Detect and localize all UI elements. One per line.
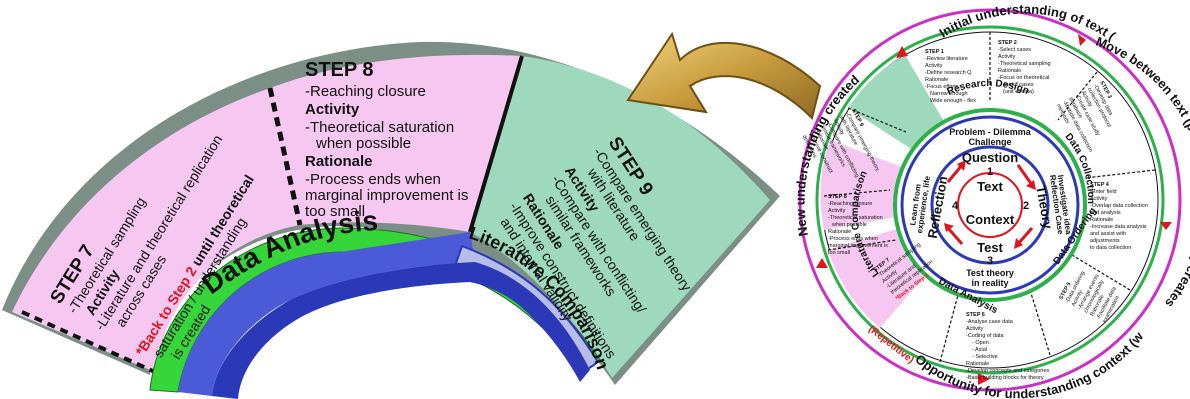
mini-step6: STEP 6 -Analyse case data Activity -Codi… [966,312,1049,381]
mini-s2-1: -Select cases [998,47,1031,53]
divider-8-9 [468,55,524,233]
mini-s6-4: - Open [972,340,989,346]
mini-s2-7: (unit of data) [1003,89,1034,95]
step9-panel [470,56,770,378]
mini-s6-1: -Analyse case data [966,319,1014,325]
mini-s6-6: - Selective [972,354,998,360]
step8-line-3: -Theoretical saturation [305,119,454,136]
mini-s4-1: -Enter field [1090,189,1117,195]
mini-s4-3: -Overlap data collection [1090,203,1148,209]
mini-s4-0: STEP 4 [1090,182,1110,188]
step8-title: STEP 8 [305,59,374,81]
core-context-label: Context [966,212,1015,227]
mini-s2-5: -Focus on theoretical [998,75,1049,81]
mini-s1-7: Wide enough - flex [930,98,976,104]
test-theory-label: Test theory [966,268,1014,278]
mini-s6-9: -Basic building blocks for theory [966,375,1044,381]
cycle-test-num: 3 [987,255,993,267]
mini-s6-2: Activity [966,326,984,332]
mini-s8-0: STEP 8 [828,194,847,200]
mini-s4-2: Activity [1090,196,1108,202]
mini-s8-3: -Theoretical saturation [828,215,883,221]
challenge-label: Challenge [968,137,1011,147]
step8-line-5: Rationale [305,153,373,170]
step8-line-4: when possible [315,135,411,152]
mini-step1: STEP 1 -Review literature Activity -Defi… [925,49,976,104]
step8-line-2: Activity [305,101,360,118]
mini-s8-2: Activity [828,208,846,214]
mini-s6-7: Rationale [966,361,989,367]
mini-s4-8: adjustments [1090,238,1120,244]
step8-text: STEP 8 -Reaching closure Activity -Theor… [305,59,468,220]
step8-line-6: -Process ends when [305,171,441,188]
mini-s8-7: marginal improvement is [828,243,888,249]
mini-s6-3: -Coding of data [966,333,1005,339]
step8-line-1: -Reaching closure [305,83,426,100]
cycle-theory-num: 2 [1023,200,1029,212]
step7-panel [12,88,300,372]
outer-red-arrows [816,34,1172,385]
step8-panel [270,54,522,232]
in-reality-label: in reality [971,278,1008,288]
mini-s4-9: to data collection [1090,245,1131,251]
mini-s2-4: Rationale [998,68,1021,74]
mini-s1-3: -Define research Q [925,70,972,76]
mini-s8-1: -Reaching closure [828,201,872,207]
segment-dividers [823,32,1156,363]
arc-diagram: Data Analysis Literature Comparison STEP… [2,41,780,399]
mini-s6-0: STEP 6 [966,312,985,318]
mini-step2: STEP 2 -Select cases Activity -Theoretic… [998,40,1051,95]
band-black-edge [212,262,590,399]
mini-s8-4: when possible [831,222,867,228]
mini-s2-2: Activity [998,54,1016,60]
curved-arrow-icon [626,31,822,120]
mini-step8: STEP 8 -Reaching closure Activity -Theor… [828,194,888,256]
mini-s1-1: -Review literature [925,56,968,62]
step8-line-8: too small [305,203,365,220]
cycle-arrowheads [944,160,1036,249]
mini-s1-5: -Focus efforts: [925,84,961,90]
mini-s6-8: -Develop concepts and categories [966,368,1049,374]
mini-step4: STEP 4 -Enter field Activity -Overlap da… [1090,182,1148,251]
divider-7-8 [267,87,303,226]
cycle-question: Question [962,150,1018,165]
mini-s6-5: - Axial [972,347,987,353]
step8-line-7: marginal improvement is [305,187,468,204]
cycle-reflection-num: 4 [952,200,959,212]
core-text-label: Text [977,179,1003,194]
mini-s4-6: -Increase data analysis [1090,224,1147,230]
ring-core-red [957,172,1023,238]
mini-s2-6: useful cases [1003,82,1034,88]
dashed-edge [21,310,156,374]
mini-s8-6: -Process ends when [828,236,878,242]
mini-s1-4: Rationale [925,77,948,83]
problem-label: Problem - Dilemma [949,127,1032,137]
mini-s2-3: -Theoretical sampling [998,61,1051,67]
cycle-arrows [946,164,1034,245]
cycle-question-num: 1 [987,166,993,178]
band-blue-data [178,232,475,396]
mini-s8-5: Rationale [828,229,851,235]
mini-s4-7: and assist with [1090,231,1126,237]
mini-s1-2: Activity [925,63,943,69]
mini-s4-4: and analysis [1090,210,1121,216]
cycle-test: Test [977,240,1003,255]
mini-s2-0: STEP 2 [998,40,1017,46]
mini-s1-0: STEP 1 [925,49,944,55]
mini-s8-8: too small [828,250,850,256]
mini-s4-5: Rationale [1090,217,1113,223]
mini-s1-6: Narrow enough [930,91,968,97]
